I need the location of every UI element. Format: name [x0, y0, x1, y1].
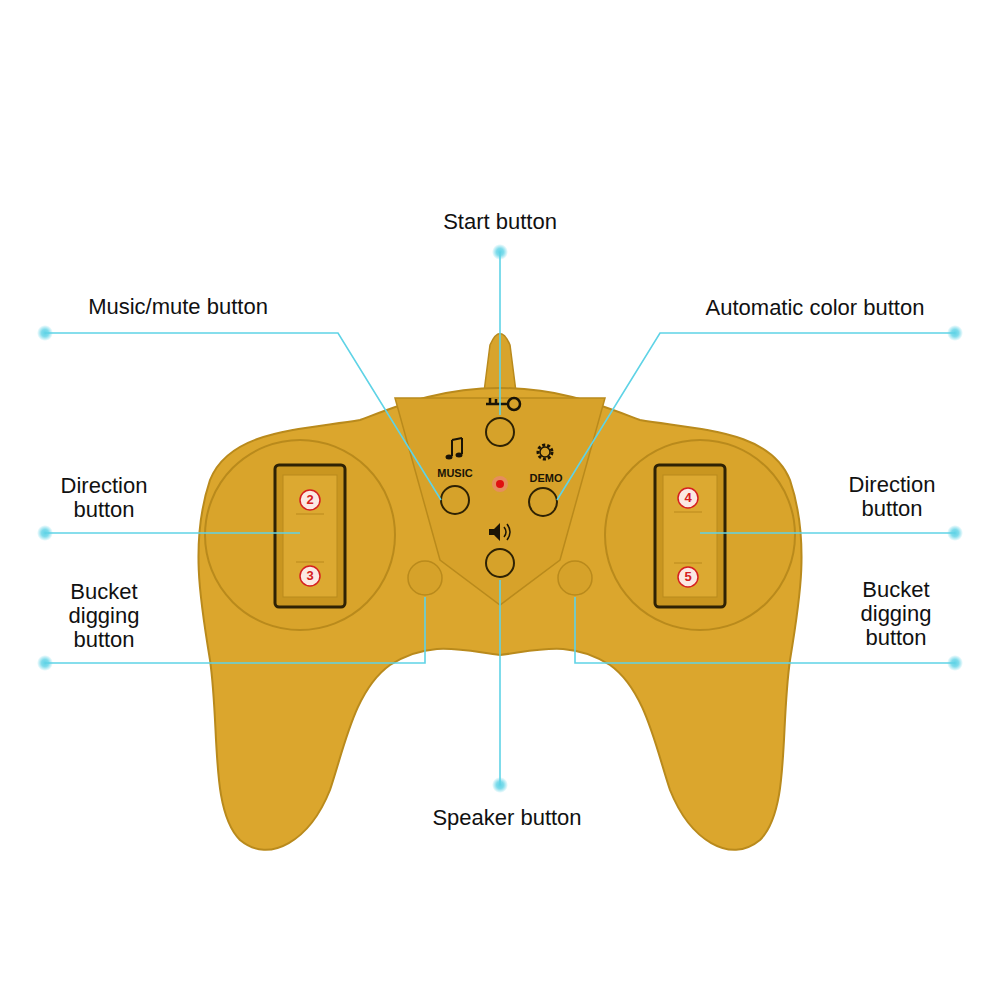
led-glow: [492, 476, 508, 492]
button-label: MUSIC: [425, 467, 485, 479]
callout-label: Music/mute button: [28, 295, 328, 319]
callout-number: 2: [302, 493, 318, 507]
badge: [678, 567, 698, 587]
callout-label: Direction button: [39, 474, 169, 522]
music-button: [441, 486, 469, 514]
led: [496, 480, 504, 488]
callout-number: 4: [680, 491, 696, 505]
center-panel: [395, 398, 605, 605]
badge: [300, 566, 320, 586]
key-icon: [486, 398, 520, 410]
start-button: [486, 418, 514, 446]
glow-dots: [37, 244, 963, 793]
callout-number: 5: [680, 570, 696, 584]
callout-label: Bucket digging button: [44, 580, 164, 653]
demo-button: [529, 488, 557, 516]
callout-label: Bucket digging button: [836, 578, 956, 651]
callout-label: Speaker button: [397, 806, 617, 830]
speaker-button: [486, 549, 514, 577]
callout-label: Direction button: [827, 473, 957, 521]
bucket-button: [408, 561, 442, 595]
callout-label: Automatic color button: [665, 296, 965, 320]
leader-lines: [45, 252, 955, 785]
speaker-icon: [489, 523, 510, 541]
badge: [678, 488, 698, 508]
left-switch: [275, 465, 345, 607]
gear-icon: [538, 445, 552, 459]
left-switch-face: [283, 475, 337, 597]
right-grip: [605, 440, 795, 630]
note-icon: [446, 438, 463, 460]
right-switch: [655, 465, 725, 607]
button-label: DEMO: [521, 472, 571, 484]
callout-number: 3: [302, 569, 318, 583]
right-switch-face: [663, 475, 717, 597]
callout-label: Start button: [390, 210, 610, 234]
controller-body: [198, 388, 801, 850]
badge: [300, 490, 320, 510]
left-grip: [205, 440, 395, 630]
bucket-button: [558, 561, 592, 595]
